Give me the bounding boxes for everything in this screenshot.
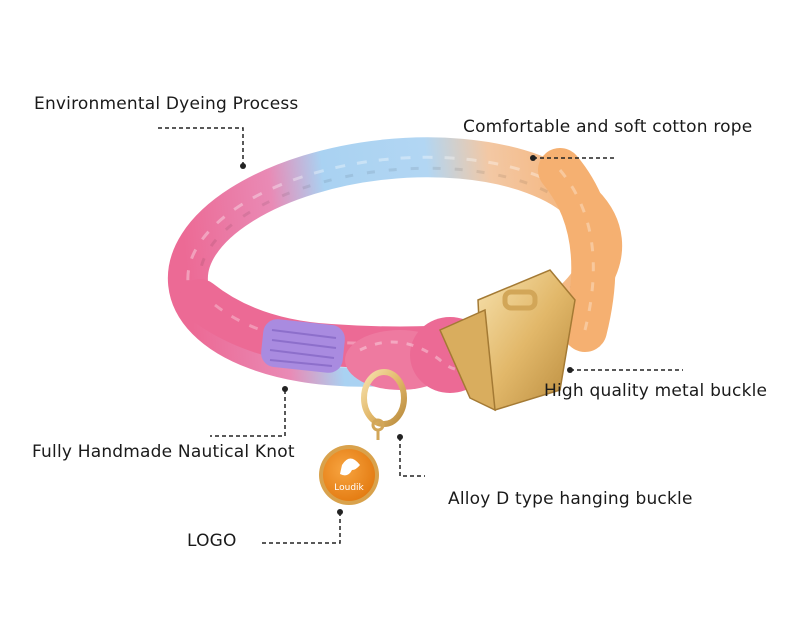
leader-dots	[240, 155, 573, 515]
callout-cotton-rope: Comfortable and soft cotton rope	[463, 117, 753, 137]
callout-d-ring: Alloy D type hanging buckle	[448, 489, 693, 509]
tag-brand: Loudik	[334, 483, 364, 493]
purple-wrap	[261, 319, 345, 373]
logo-tag: Loudik	[319, 445, 379, 505]
callout-environmental-dyeing: Environmental Dyeing Process	[34, 94, 299, 114]
dog-logo-icon	[340, 458, 360, 476]
leader-lines	[158, 127, 683, 544]
callout-nautical-knot: Fully Handmade Nautical Knot	[32, 442, 295, 462]
callout-logo: LOGO	[187, 531, 237, 551]
callout-metal-buckle: High quality metal buckle	[544, 381, 768, 401]
metal-buckle	[439, 269, 576, 412]
orange-rope-section	[538, 148, 616, 352]
